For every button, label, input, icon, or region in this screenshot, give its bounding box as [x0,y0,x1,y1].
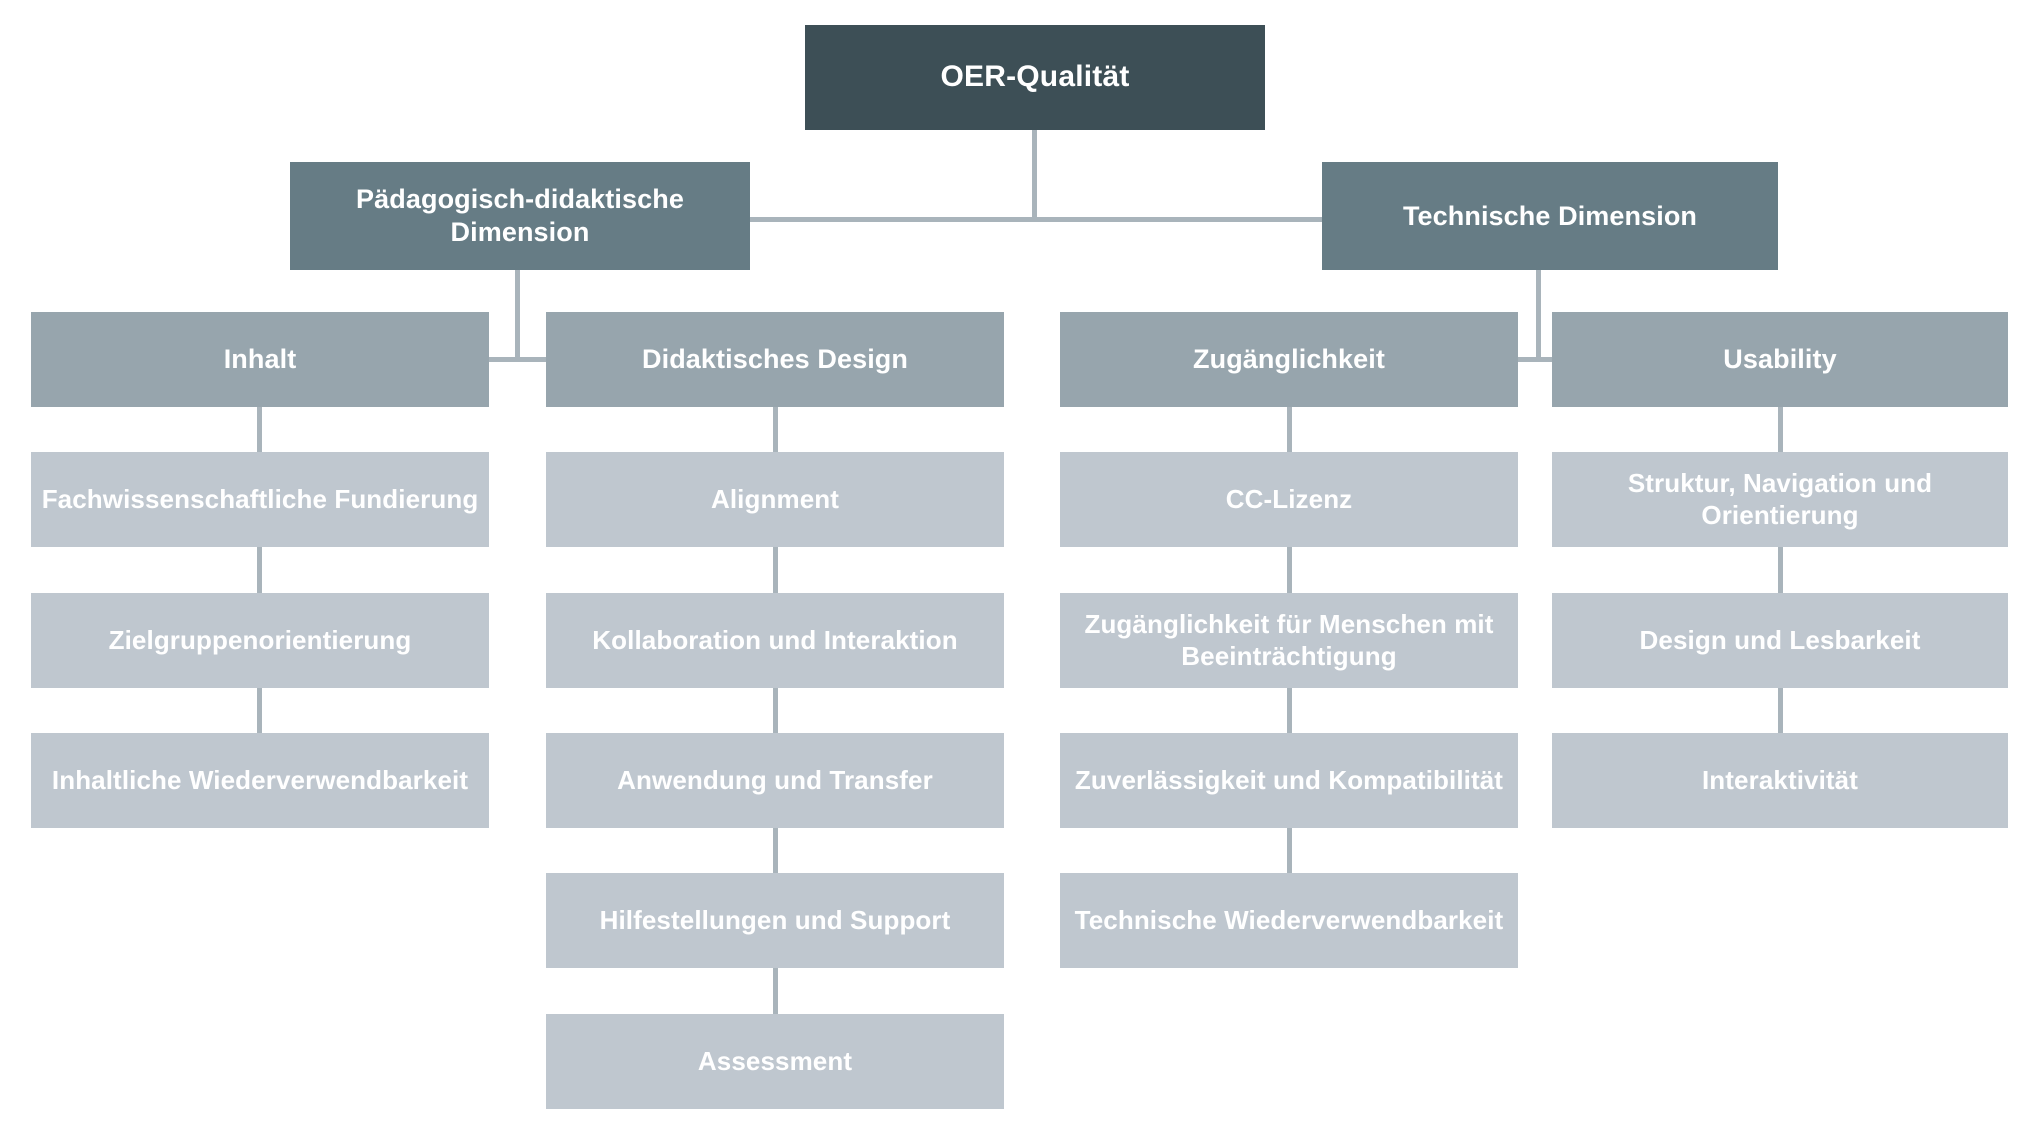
node-leaf-alignment[interactable]: Alignment [546,452,1004,547]
node-leaf-assessment[interactable]: Assessment [546,1014,1004,1109]
node-category-zugaenglichkeit[interactable]: Zugänglichkeit [1060,312,1518,407]
node-dimension-paedagogisch-didaktisch[interactable]: Pädagogisch-didaktische Dimension [290,162,750,270]
node-leaf-zugaenglichkeit-fuer-menschen-mit-beeintraechtigung[interactable]: Zugänglichkeit für Menschen mit Beeinträ… [1060,593,1518,688]
connector-root-stem [1032,130,1037,220]
node-leaf-cc-lizenz[interactable]: CC-Lizenz [1060,452,1518,547]
node-leaf-technische-wiederverwendbarkeit[interactable]: Technische Wiederverwendbarkeit [1060,873,1518,968]
node-leaf-anwendung-und-transfer[interactable]: Anwendung und Transfer [546,733,1004,828]
node-category-didaktisches-design[interactable]: Didaktisches Design [546,312,1004,407]
connector-dim-left-stem [515,270,520,360]
node-leaf-kollaboration-und-interaktion[interactable]: Kollaboration und Interaktion [546,593,1004,688]
connector-categories-left-bus [489,357,546,362]
node-leaf-struktur-navigation-und-orientierung[interactable]: Struktur, Navigation und Orientierung [1552,452,2008,547]
node-dimension-technische[interactable]: Technische Dimension [1322,162,1778,270]
node-leaf-design-und-lesbarkeit[interactable]: Design und Lesbarkeit [1552,593,2008,688]
node-leaf-fachwissenschaftliche-fundierung[interactable]: Fachwissenschaftliche Fundierung [31,452,489,547]
node-category-usability[interactable]: Usability [1552,312,2008,407]
node-leaf-zuverlaessigkeit-und-kompatibilitaet[interactable]: Zuverlässigkeit und Kompatibilität [1060,733,1518,828]
connector-dimension-bus [750,217,1322,222]
node-leaf-zielgruppenorientierung[interactable]: Zielgruppenorientierung [31,593,489,688]
connector-categories-right-bus [1518,357,1553,362]
node-root-oer-qualitaet[interactable]: OER-Qualität [805,25,1265,130]
node-category-inhalt[interactable]: Inhalt [31,312,489,407]
node-leaf-inhaltliche-wiederverwendbarkeit[interactable]: Inhaltliche Wiederverwendbarkeit [31,733,489,828]
node-leaf-hilfestellungen-und-support[interactable]: Hilfestellungen und Support [546,873,1004,968]
connector-dim-right-stem [1536,270,1541,360]
node-leaf-interaktivitaet[interactable]: Interaktivität [1552,733,2008,828]
